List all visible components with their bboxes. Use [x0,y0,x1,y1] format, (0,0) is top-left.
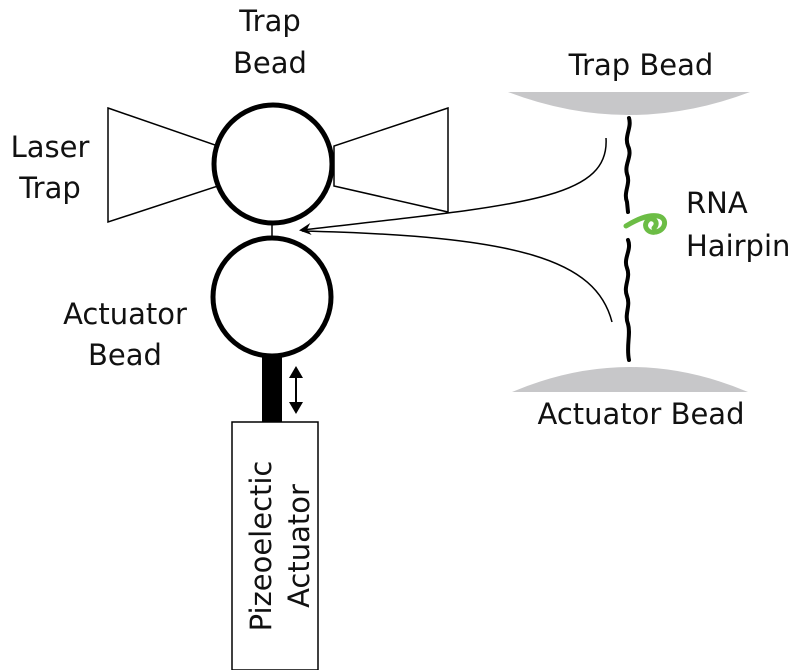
laser-trap-label: Laser [11,130,90,164]
double-arrow-icon [289,366,303,414]
rna-hairpin-label: RNA [686,186,748,220]
trap-bead [211,102,335,226]
rna-tether [623,116,632,362]
trap-bead-surface [508,92,750,115]
trap-bead-label: Trap [238,4,301,38]
trap-bead-label: Bead [233,46,307,80]
rna-hairpin [623,213,667,235]
piezo-label: Actuator [282,484,316,608]
actuator-bead-label: Actuator [63,297,187,331]
zoom-curve-bottom [301,230,613,323]
laser-trap-label: Trap [18,171,81,205]
piezo-label: Pizeoelectic [244,461,278,632]
rna-hairpin-label: Hairpin [686,229,790,263]
actuator-bead [210,235,334,359]
actuator-bead-surface-label: Actuator Bead [538,397,745,431]
zoom-curve-top [299,137,607,235]
actuator-bead-surface [512,367,748,392]
actuator-bead-label: Bead [88,338,162,372]
trap-bead-surface-label: Trap Bead [568,48,714,82]
piezo-actuator-box [231,421,319,670]
actuator-stem [262,354,282,422]
